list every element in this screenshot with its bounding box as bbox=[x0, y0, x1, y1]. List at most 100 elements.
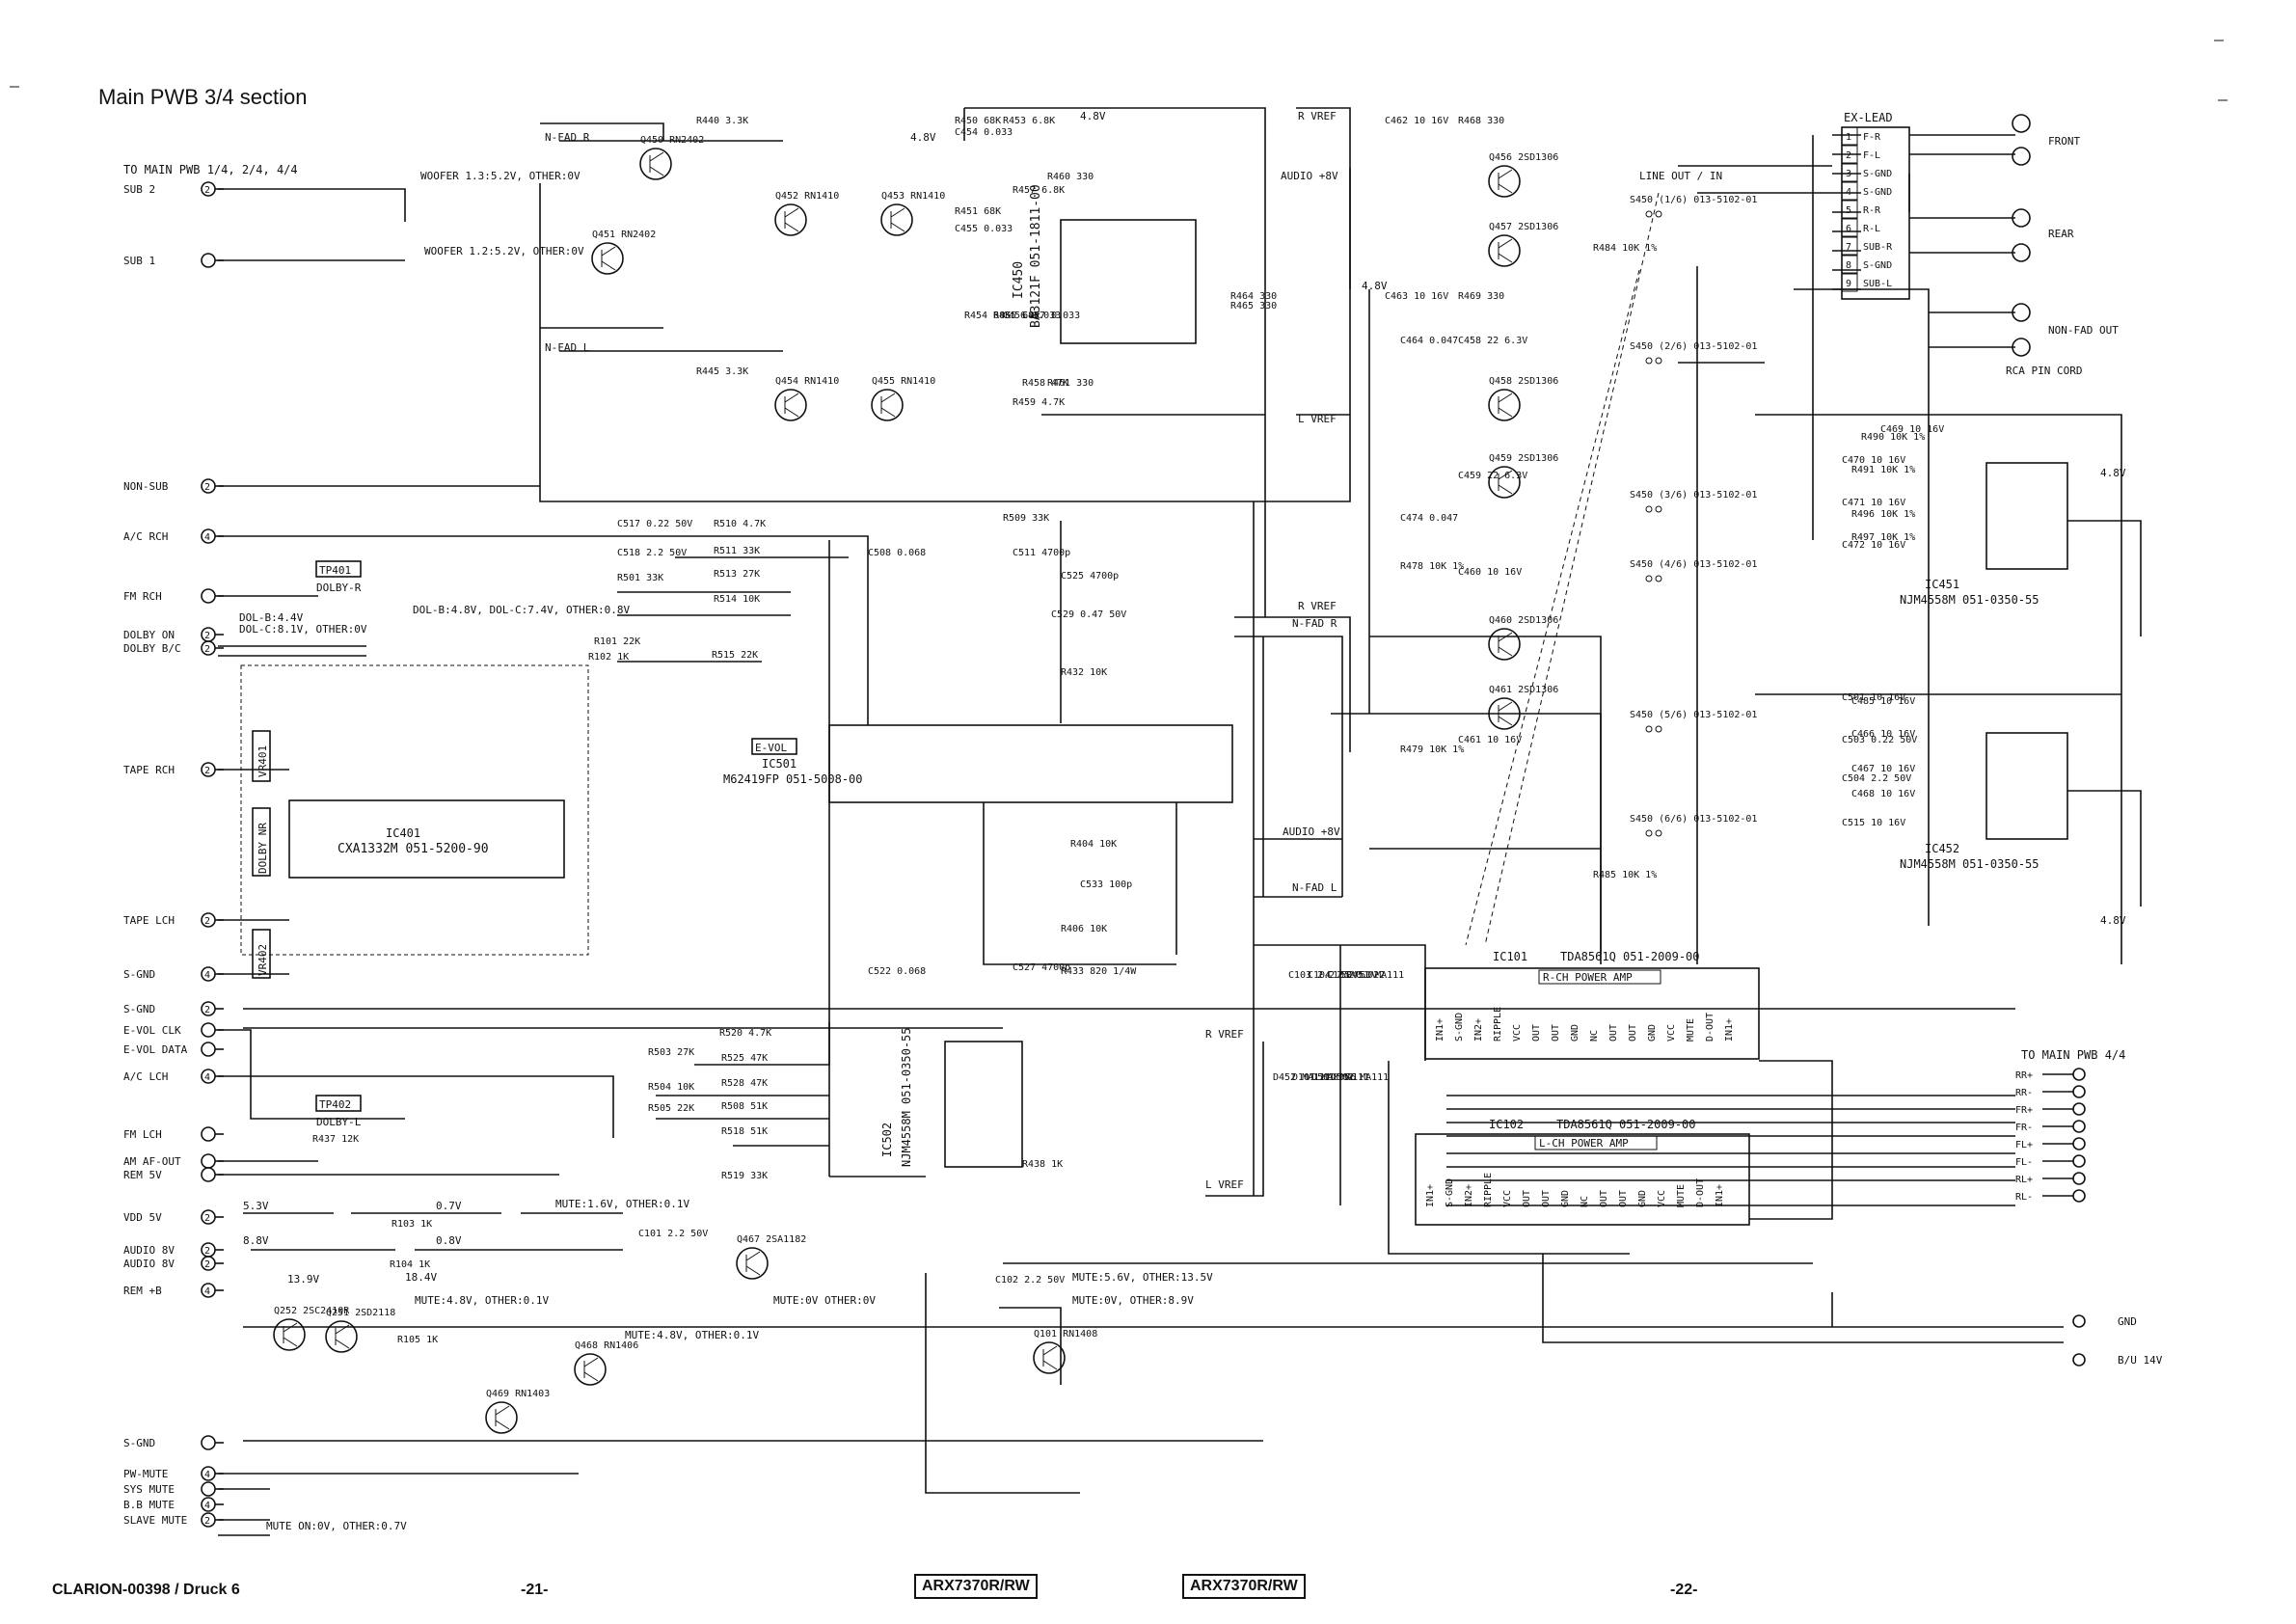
woofer2-label: WOOFER 1.2:5.2V, OTHER:0V bbox=[424, 245, 584, 257]
ex-lead-pin-number: 6 bbox=[1846, 224, 1851, 234]
ex-lead-pin-cell bbox=[1841, 163, 1858, 182]
component-label: R454 68K bbox=[964, 311, 1011, 321]
transistor-symbol bbox=[880, 203, 913, 236]
right-pin-label: RL- bbox=[2015, 1192, 2033, 1203]
ic450-name: IC450 bbox=[1012, 261, 1026, 299]
transistor-label: Q467 2SA1182 bbox=[737, 1234, 806, 1245]
component-label: R457 6.8K bbox=[1013, 185, 1065, 196]
left-pin-number: 2 bbox=[204, 916, 210, 927]
component-label: C102 2.2 50V bbox=[995, 1275, 1065, 1286]
transistor-leads bbox=[601, 246, 616, 271]
component-label: C515 10 16V bbox=[1842, 818, 1905, 828]
component-label: R501 33K bbox=[617, 573, 663, 583]
transistor-label: Q453 RN1410 bbox=[881, 191, 945, 202]
ex-lead-pin-label: SUB-R bbox=[1863, 242, 1893, 253]
left-pin-number: 2 bbox=[204, 631, 210, 641]
component-label: R510 4.7K bbox=[714, 519, 766, 529]
component-label: C518 2.2 50V bbox=[617, 548, 687, 558]
dol-note-label: DOL-B:4.8V, DOL-C:7.4V, OTHER:0.8V bbox=[413, 604, 631, 616]
ic102-pin-label: OUT bbox=[1541, 1190, 1552, 1207]
transistor-symbol bbox=[774, 203, 807, 236]
component-label: R490 10K 1% bbox=[1861, 432, 1925, 443]
component-label: C457 0.033 bbox=[1022, 311, 1080, 321]
ic102-pin-label: OUT bbox=[1522, 1190, 1532, 1207]
relay-label: S450 (3/6) 013-5102-01 bbox=[1630, 490, 1757, 501]
component-label: R519 33K bbox=[721, 1171, 768, 1181]
left-pin-terminal bbox=[201, 1481, 216, 1497]
component-label: R503 27K bbox=[648, 1047, 694, 1058]
ic450-part: BA3121F 051-1811-00 bbox=[1029, 184, 1043, 328]
left-pin-terminal bbox=[201, 588, 216, 604]
component-label: R103 1K bbox=[392, 1219, 432, 1230]
left-pin-label: TAPE LCH bbox=[123, 914, 175, 927]
net-labels: N-FAD R N-FAD L R VREF L VREF R VREF N-F… bbox=[243, 110, 2126, 1532]
component-label: C469 10 16V bbox=[1880, 424, 1944, 435]
component-label: C454 0.033 bbox=[955, 127, 1013, 138]
component-label: R455 68K bbox=[993, 311, 1040, 321]
component-label: R437 12K bbox=[312, 1134, 359, 1145]
ic101-name: IC101 bbox=[1493, 950, 1527, 963]
left-pin-number: 4 bbox=[204, 532, 210, 543]
ic102-pin-label: RIPPLE bbox=[1483, 1173, 1494, 1207]
v139-label: 13.9V bbox=[287, 1273, 319, 1286]
left-pin-terminal bbox=[201, 1167, 216, 1182]
ic401-part: CXA1332M 051-5200-90 bbox=[338, 842, 489, 856]
mute2-label: MUTE:4.8V, OTHER:0.1V bbox=[415, 1294, 549, 1307]
ex-lead-pin-number: 2 bbox=[1846, 150, 1851, 161]
ic102-pin-label: VCC bbox=[1657, 1190, 1667, 1207]
transistor-label: Q452 RN1410 bbox=[775, 191, 839, 202]
relay-contact bbox=[1645, 829, 1653, 837]
r-vref-label-mid: R VREF bbox=[1298, 600, 1337, 612]
left-pin-label: A/C RCH bbox=[123, 530, 168, 543]
component-label: R104 1K bbox=[390, 1259, 430, 1270]
left-pin-label: E-VOL CLK bbox=[123, 1024, 181, 1037]
left-pin-number: 4 bbox=[204, 1470, 210, 1480]
left-pin-label: AM AF-OUT bbox=[123, 1155, 181, 1168]
ic101-pin-label: S-GND bbox=[1454, 1013, 1465, 1042]
component-label: C460 10 16V bbox=[1458, 567, 1522, 578]
relay-label: S450 (2/6) 013-5102-01 bbox=[1630, 341, 1757, 352]
rca-cord-label: RCA PIN CORD bbox=[2006, 365, 2082, 377]
component-label: R518 51K bbox=[721, 1126, 768, 1137]
v48-label-c: 4.8V bbox=[1362, 280, 1388, 292]
component-label: C456 0.033 bbox=[1003, 311, 1061, 321]
transistor-leads bbox=[283, 1322, 298, 1347]
ex-lead-pin-label: S-GND bbox=[1863, 187, 1892, 198]
ic102-pin-label: IN2+ bbox=[1464, 1184, 1474, 1207]
dolby-nr-tag: DOLBY NR bbox=[257, 823, 269, 874]
component-label: C466 10 16V bbox=[1851, 729, 1915, 740]
left-pin-label: REM 5V bbox=[123, 1169, 162, 1181]
relay-contact bbox=[1645, 357, 1653, 365]
component-label: C101 2.2 50V bbox=[638, 1229, 708, 1239]
left-pin-number: 2 bbox=[204, 1516, 210, 1527]
component-label: R458 47K bbox=[1022, 378, 1068, 389]
gnd-terminal bbox=[2072, 1314, 2086, 1328]
line-out-label: LINE OUT / IN bbox=[1639, 170, 1722, 182]
left-pin-terminal bbox=[201, 1022, 216, 1038]
right-pin-terminal bbox=[2072, 1172, 2086, 1185]
right-pin-label: FL+ bbox=[2015, 1140, 2033, 1150]
component-label: R505 22K bbox=[648, 1103, 694, 1114]
left-pin-label: S-GND bbox=[123, 1437, 155, 1449]
ex-lead-pin-number: 8 bbox=[1846, 260, 1851, 271]
left-pin-label: DOLBY B/C bbox=[123, 642, 181, 655]
component-label: R509 33K bbox=[1003, 513, 1049, 524]
tp401-tag: TP401 bbox=[319, 564, 351, 577]
ex-lead-pin-label: R-L bbox=[1863, 224, 1880, 234]
component-label: C504 2.2 50V bbox=[1842, 773, 1911, 784]
ic102-part: TDA8561Q 051-2009-00 bbox=[1556, 1118, 1696, 1131]
component-label: D101 MA8056 bbox=[1292, 1072, 1356, 1083]
ic102-pin-label: VCC bbox=[1502, 1190, 1513, 1207]
transistor-symbol bbox=[774, 389, 807, 421]
component-label: R514 10K bbox=[714, 594, 760, 605]
relay-label: S450 (4/6) 013-5102-01 bbox=[1630, 559, 1757, 570]
ic101-pin-label: VCC bbox=[1666, 1024, 1677, 1042]
ex-lead-pin-cell bbox=[1841, 200, 1858, 219]
component-label: R432 10K bbox=[1061, 667, 1107, 678]
ic102-pin-label: GND bbox=[1637, 1190, 1648, 1207]
component-label: C508 0.068 bbox=[868, 548, 926, 558]
left-pin-terminal bbox=[201, 1042, 216, 1057]
transistor-leads bbox=[1498, 701, 1513, 726]
transistor-label: Q252 2SC2410R bbox=[274, 1306, 350, 1316]
